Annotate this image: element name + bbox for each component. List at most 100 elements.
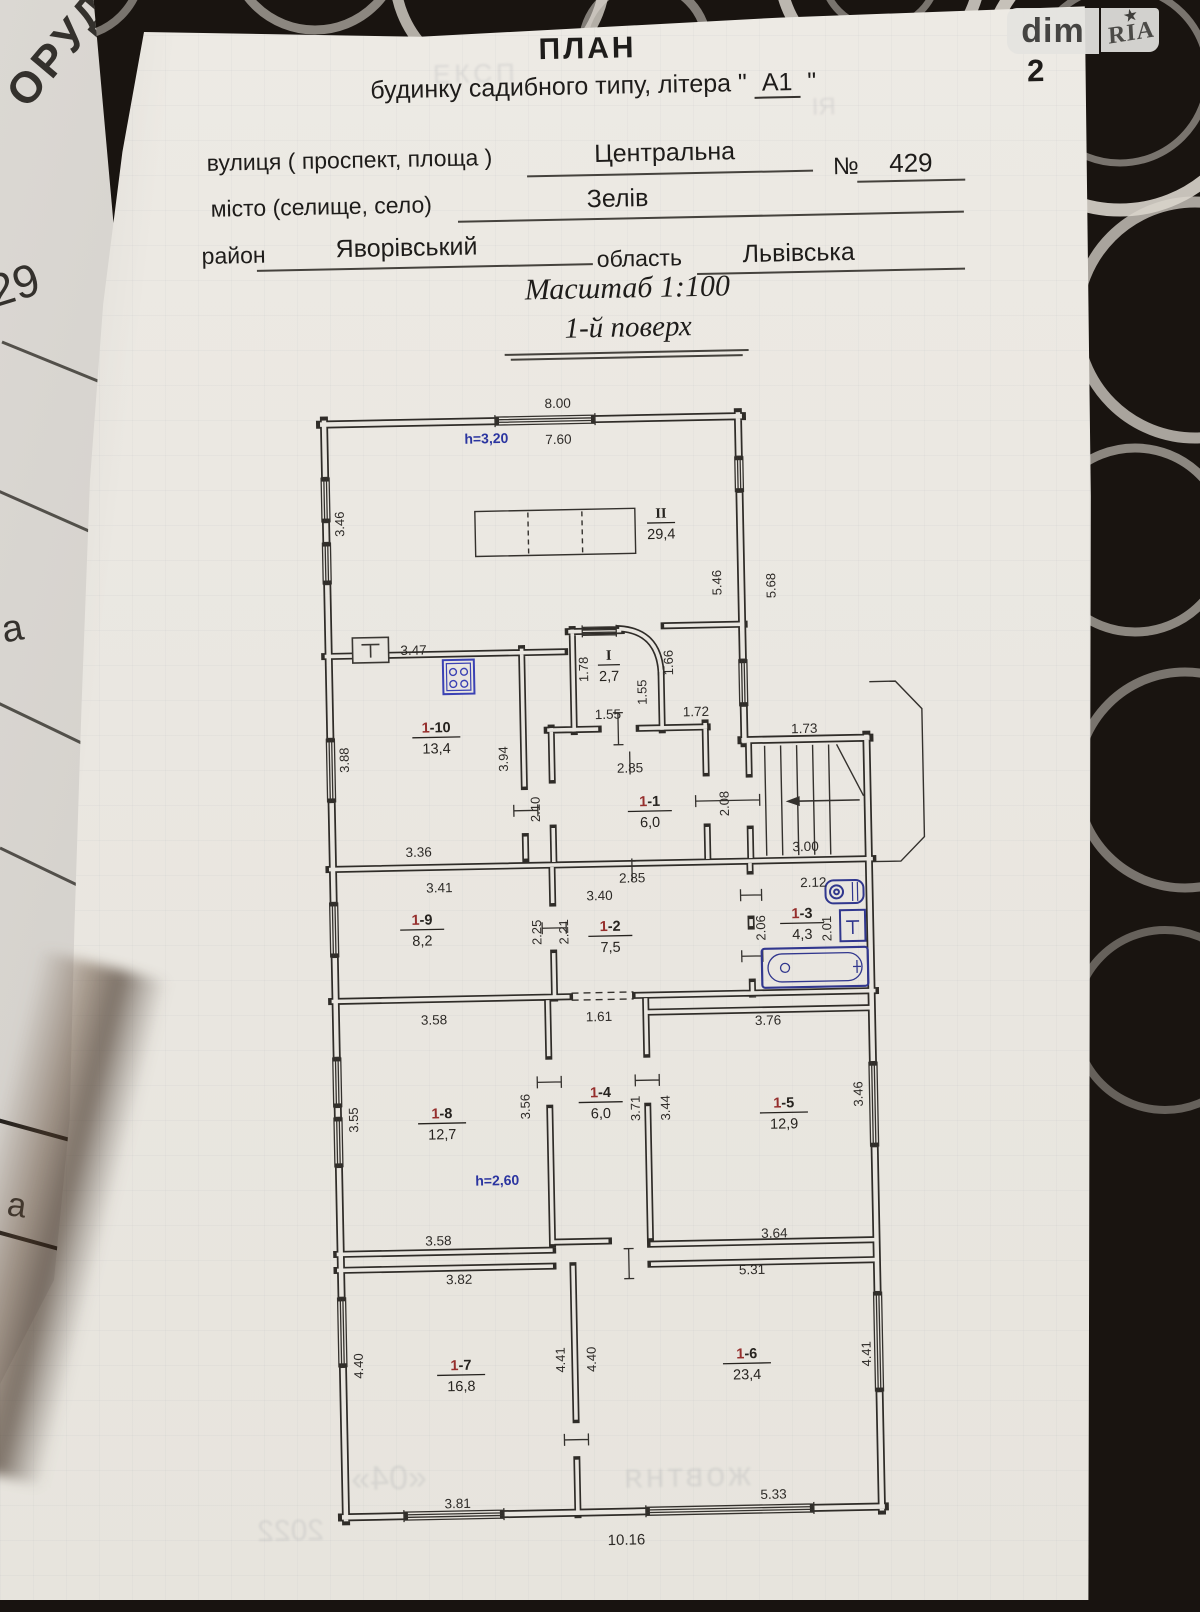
- svg-text:1-7: 1-7: [450, 1358, 471, 1374]
- dim-label: 4.40: [584, 1347, 600, 1373]
- room-id-suffix: -9: [419, 912, 432, 928]
- dim-label: 2.06: [753, 915, 769, 941]
- dim-label: 1.55: [634, 679, 650, 705]
- dim-label: 3.47: [400, 643, 427, 659]
- svg-text:II: II: [655, 506, 667, 522]
- dim-label: 2.85: [619, 870, 646, 886]
- svg-text:1-10: 1-10: [421, 720, 450, 737]
- city-label: місто (селище, село): [210, 191, 432, 222]
- dim-label: 10.16: [608, 1531, 646, 1549]
- room-id-suffix: -4: [598, 1085, 611, 1101]
- dim-label: 3.71: [628, 1096, 644, 1122]
- bathtub-icon: [762, 947, 869, 988]
- room-id-suffix: -6: [744, 1346, 757, 1362]
- ria-logo: ★ RIA: [1101, 8, 1159, 52]
- dim-label: 1.72: [683, 704, 710, 720]
- loft-hatch-outline: [475, 508, 636, 556]
- room-id-suffix: -2: [608, 919, 621, 935]
- dim-label: 2.08: [716, 791, 732, 817]
- dim-label: 3.88: [337, 747, 353, 773]
- dim-label: 3.40: [586, 888, 613, 904]
- room-id: II: [655, 506, 667, 522]
- room-id-suffix: -8: [439, 1106, 452, 1122]
- dim-label: 2.85: [617, 760, 644, 776]
- dim-label: 3.41: [426, 880, 453, 896]
- room-id-suffix: -5: [781, 1095, 794, 1111]
- svg-text:1-2: 1-2: [600, 919, 621, 935]
- page-title: ПЛАН: [422, 29, 753, 70]
- dim-label: 5.68: [763, 573, 779, 599]
- dimension-labels: 8.00 7.60 h=3,20 3.46 5.46 5.68 3.47 3.8…: [330, 390, 878, 1554]
- dim-label: 1.61: [586, 1009, 613, 1025]
- dim-label: 1.73: [791, 721, 818, 737]
- room-II-label: II 29,4: [647, 506, 676, 544]
- building-letter-value: А1: [754, 68, 801, 99]
- room-area: 29,4: [647, 527, 676, 544]
- dim-label: 1.66: [661, 650, 677, 676]
- room-area: 16,8: [447, 1379, 476, 1396]
- svg-text:1-1: 1-1: [639, 794, 660, 810]
- dim-label: 2.10: [528, 797, 544, 823]
- svg-text:1-6: 1-6: [736, 1346, 757, 1362]
- entrance-porch-outline: [869, 681, 925, 862]
- city-underline: [457, 183, 964, 223]
- district-value: Яворівський: [296, 232, 517, 265]
- floor-underline-2: [510, 327, 743, 361]
- dim-label: 3.94: [496, 746, 512, 772]
- room-id: I: [606, 648, 612, 664]
- dim-logo-text: dim: [1021, 12, 1084, 51]
- height-note: h=2,60: [475, 1172, 520, 1189]
- room-1-1-label: 1-1 6,0: [628, 794, 673, 832]
- dim-label: 4.41: [859, 1341, 875, 1367]
- room-1-4-label: 1-4 6,0: [578, 1085, 623, 1123]
- dim-label: 1.55: [595, 707, 622, 723]
- height-note: h=3,20: [464, 430, 509, 447]
- toilet-icon: [840, 910, 866, 941]
- walls-dark: [320, 410, 886, 1522]
- dim-label: 7.60: [545, 432, 572, 448]
- room-area: 23,4: [733, 1367, 762, 1384]
- floor-plan-drawing: II 29,4 I 2,7 1-1 6,0 1-2 7,5 1-3: [289, 375, 953, 1603]
- walls-core: [320, 410, 886, 1522]
- dim-label: 4.41: [553, 1347, 569, 1373]
- room-id-suffix: -7: [458, 1358, 471, 1374]
- room-1-2-label: 1-2 7,5: [588, 918, 633, 956]
- dim-label: 3.46: [850, 1081, 866, 1107]
- room-area: 2,7: [599, 669, 619, 685]
- subtitle-prefix: будинку садибного типу, літера ": [370, 69, 754, 105]
- water-heater-icon: [825, 880, 863, 904]
- subtitle-suffix: ": [800, 68, 816, 96]
- room-id-suffix: -3: [799, 906, 812, 922]
- dim-label: 3.36: [405, 844, 432, 860]
- room-area: 7,5: [600, 940, 620, 956]
- house-no-value: 429: [863, 147, 960, 180]
- house-no-label: №: [833, 153, 859, 182]
- room-1-3-label: 1-3 4,3: [780, 906, 825, 944]
- room-1-5-label: 1-5 12,9: [760, 1095, 809, 1133]
- svg-text:1-9: 1-9: [411, 912, 432, 928]
- dim-label: 3.55: [346, 1107, 362, 1133]
- street-value: Центральна: [554, 136, 775, 169]
- ria-logo-text: RIA: [1108, 16, 1156, 50]
- dim-label: 3.81: [444, 1496, 471, 1512]
- city-value: Зелів: [547, 183, 688, 215]
- stair-direction-arrow: [786, 796, 800, 806]
- stove-icon: [443, 660, 475, 695]
- room-id-suffix: -10: [430, 720, 451, 736]
- windows: [320, 408, 886, 1524]
- dim-label: 2.01: [819, 916, 835, 942]
- dim-label: 5.33: [760, 1486, 787, 1502]
- room-1-9-label: 1-9 8,2: [400, 912, 445, 950]
- room-area: 4,3: [792, 927, 812, 943]
- room-area: 12,7: [428, 1127, 457, 1144]
- dim-label: 3.58: [425, 1233, 452, 1249]
- room-I-label: I 2,7: [598, 648, 621, 685]
- dim-label: 2.12: [800, 875, 827, 891]
- room-1-10-label: 1-10 13,4: [412, 720, 461, 758]
- region-label: область: [597, 244, 683, 273]
- dim-label: 5.46: [709, 570, 725, 596]
- page-number: 2: [1027, 53, 1045, 89]
- dim-label: 2.25: [529, 920, 545, 946]
- dim-label: 3.00: [792, 839, 819, 855]
- region-value: Львівська: [718, 237, 879, 269]
